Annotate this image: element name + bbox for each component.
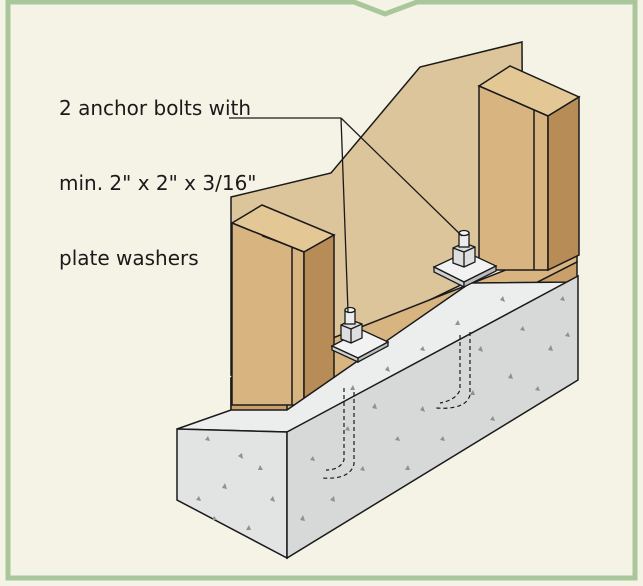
embedded-bolt-shanks: [321, 332, 471, 479]
concrete-foundation: [176, 274, 579, 560]
concrete-speckles: [196, 296, 570, 530]
callout-line-3: plate washers: [59, 246, 199, 270]
left-stud: [230, 204, 336, 407]
callout-label: 2 anchor bolts with min. 2" x 2" x 3/16"…: [59, 46, 257, 321]
callout-line-2: min. 2" x 2" x 3/16": [59, 171, 257, 195]
callout-line-1: 2 anchor bolts with: [59, 96, 252, 120]
right-stud: [477, 65, 581, 272]
right-anchor-bolt: [432, 229, 498, 289]
callout-leader-lines: [229, 117, 463, 313]
